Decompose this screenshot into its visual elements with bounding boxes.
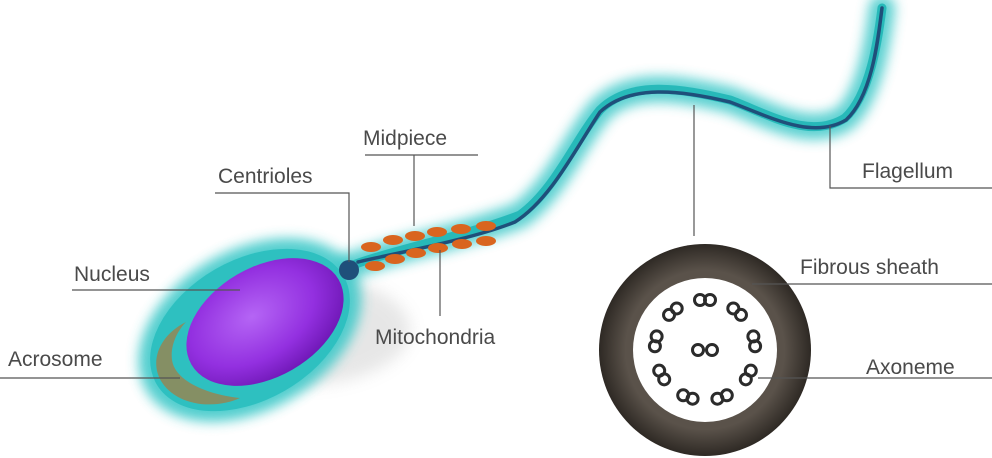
mitochondrion [383,235,403,245]
microtubule [703,293,717,307]
label-fibrous-sheath: Fibrous sheath [800,256,939,279]
microtubule [691,343,705,357]
mitochondrion [428,243,448,253]
microtubule-doublets [647,293,763,406]
leader-centrioles [215,192,350,262]
microtubule [669,301,684,316]
mitochondrion [427,227,447,237]
label-midpiece: Midpiece [363,127,447,150]
acrosome-shape [156,322,240,405]
leader-lines [0,105,992,379]
label-flagellum: Flagellum [862,160,953,183]
mitochondrion [476,221,496,231]
label-acrosome: Acrosome [8,348,103,371]
microtubule [705,343,719,357]
microtubule [733,307,748,322]
microtubule [676,388,691,403]
mitochondrion [452,239,472,249]
microtubule [710,391,725,406]
microtubule [649,329,664,344]
microtubule [738,372,753,387]
centriole-shape [339,260,359,280]
label-nucleus: Nucleus [74,263,150,286]
microtubule [652,363,667,378]
label-axoneme: Axoneme [866,356,955,379]
mitochondrion [406,248,426,258]
mitochondrion [365,261,385,271]
mitochondria-group [361,221,496,271]
mitochondrion [385,254,405,264]
mitochondrion [361,242,381,252]
microtubule [748,339,763,354]
axial-filament [356,6,884,264]
label-mitochondria: Mitochondria [375,326,496,349]
leader-flagellum [829,126,992,189]
mitochondrion [451,224,471,234]
mitochondrion [405,231,425,241]
label-centrioles: Centrioles [218,165,313,188]
mitochondrion [476,236,496,246]
flagellum-cross-section [599,244,811,456]
